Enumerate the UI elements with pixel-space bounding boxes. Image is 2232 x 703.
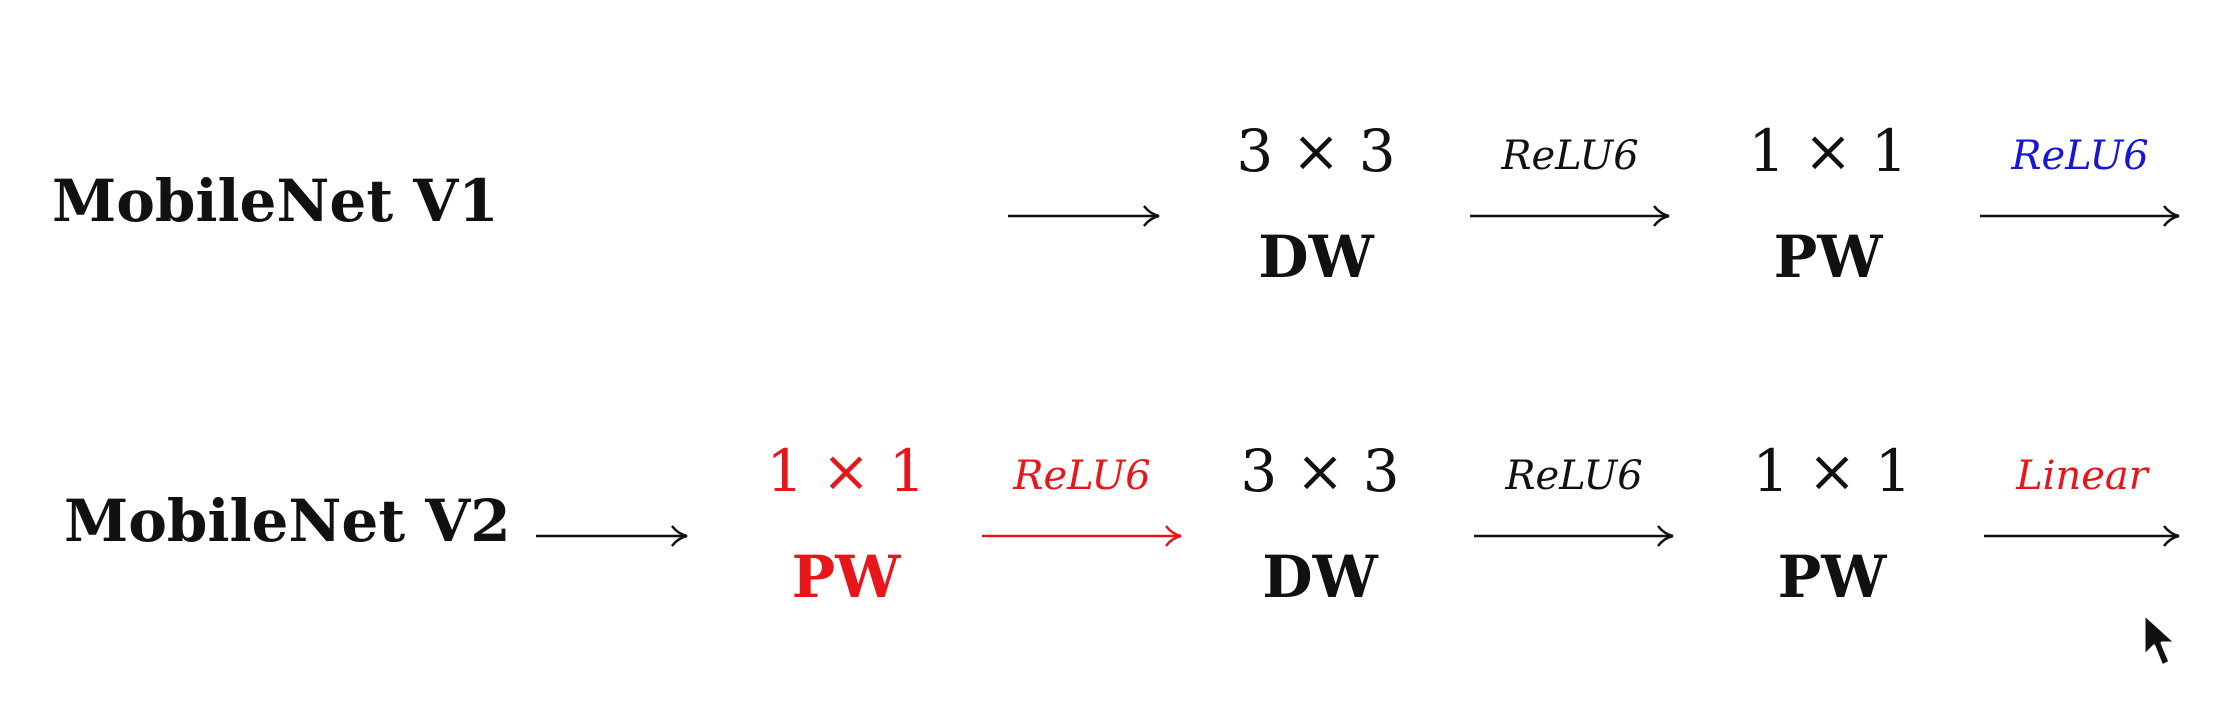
block-kernel-size: 1 × 1 <box>1748 117 1908 185</box>
block-type: PW <box>791 543 901 611</box>
arrow-icon <box>536 525 688 547</box>
activation-arrow-v1-2: ReLU6 <box>1980 132 2180 227</box>
block-pw-1x1-expansion-v2: 1 × 1 PW <box>746 442 946 606</box>
activation-label: ReLU6 <box>1013 453 1151 499</box>
arrow-icon <box>982 525 1182 547</box>
block-kernel-size: 3 × 3 <box>1236 117 1396 185</box>
activation-arrow-v1-1: ReLU6 <box>1470 132 1670 227</box>
arrow-icon <box>1008 205 1160 227</box>
block-type: DW <box>1258 223 1374 291</box>
activation-label: Linear <box>2016 453 2148 499</box>
block-type: PW <box>1777 543 1887 611</box>
block-dw-3x3-v1: 3 × 3 DW <box>1216 122 1416 286</box>
activation-arrow-v2-3: Linear <box>1984 452 2180 547</box>
activation-arrow-v2-2: ReLU6 <box>1474 452 1674 547</box>
arrow-icon <box>1980 205 2180 227</box>
input-arrow-v2 <box>536 470 688 547</box>
block-pw-1x1-projection-v2: 1 × 1 PW <box>1732 442 1932 606</box>
block-kernel-size: 3 × 3 <box>1240 437 1400 505</box>
block-kernel-size: 1 × 1 <box>1752 437 1912 505</box>
block-kernel-size: 1 × 1 <box>766 437 926 505</box>
block-pw-1x1-v1: 1 × 1 PW <box>1728 122 1928 286</box>
block-type: PW <box>1773 223 1883 291</box>
row-label-mobilenet-v1: MobileNet V1 <box>52 167 499 235</box>
activation-label: ReLU6 <box>2011 133 2149 179</box>
arrow-icon <box>1474 525 1674 547</box>
block-type: DW <box>1262 543 1378 611</box>
block-dw-3x3-v2: 3 × 3 DW <box>1220 442 1420 606</box>
activation-label: ReLU6 <box>1505 453 1643 499</box>
mouse-pointer-icon <box>2142 612 2178 668</box>
activation-label: ReLU6 <box>1501 133 1639 179</box>
row-label-mobilenet-v2: MobileNet V2 <box>64 487 511 555</box>
arrow-icon <box>1984 525 2180 547</box>
activation-arrow-v2-1: ReLU6 <box>982 452 1182 547</box>
input-arrow-v1 <box>1008 150 1160 227</box>
arrow-icon <box>1470 205 1670 227</box>
